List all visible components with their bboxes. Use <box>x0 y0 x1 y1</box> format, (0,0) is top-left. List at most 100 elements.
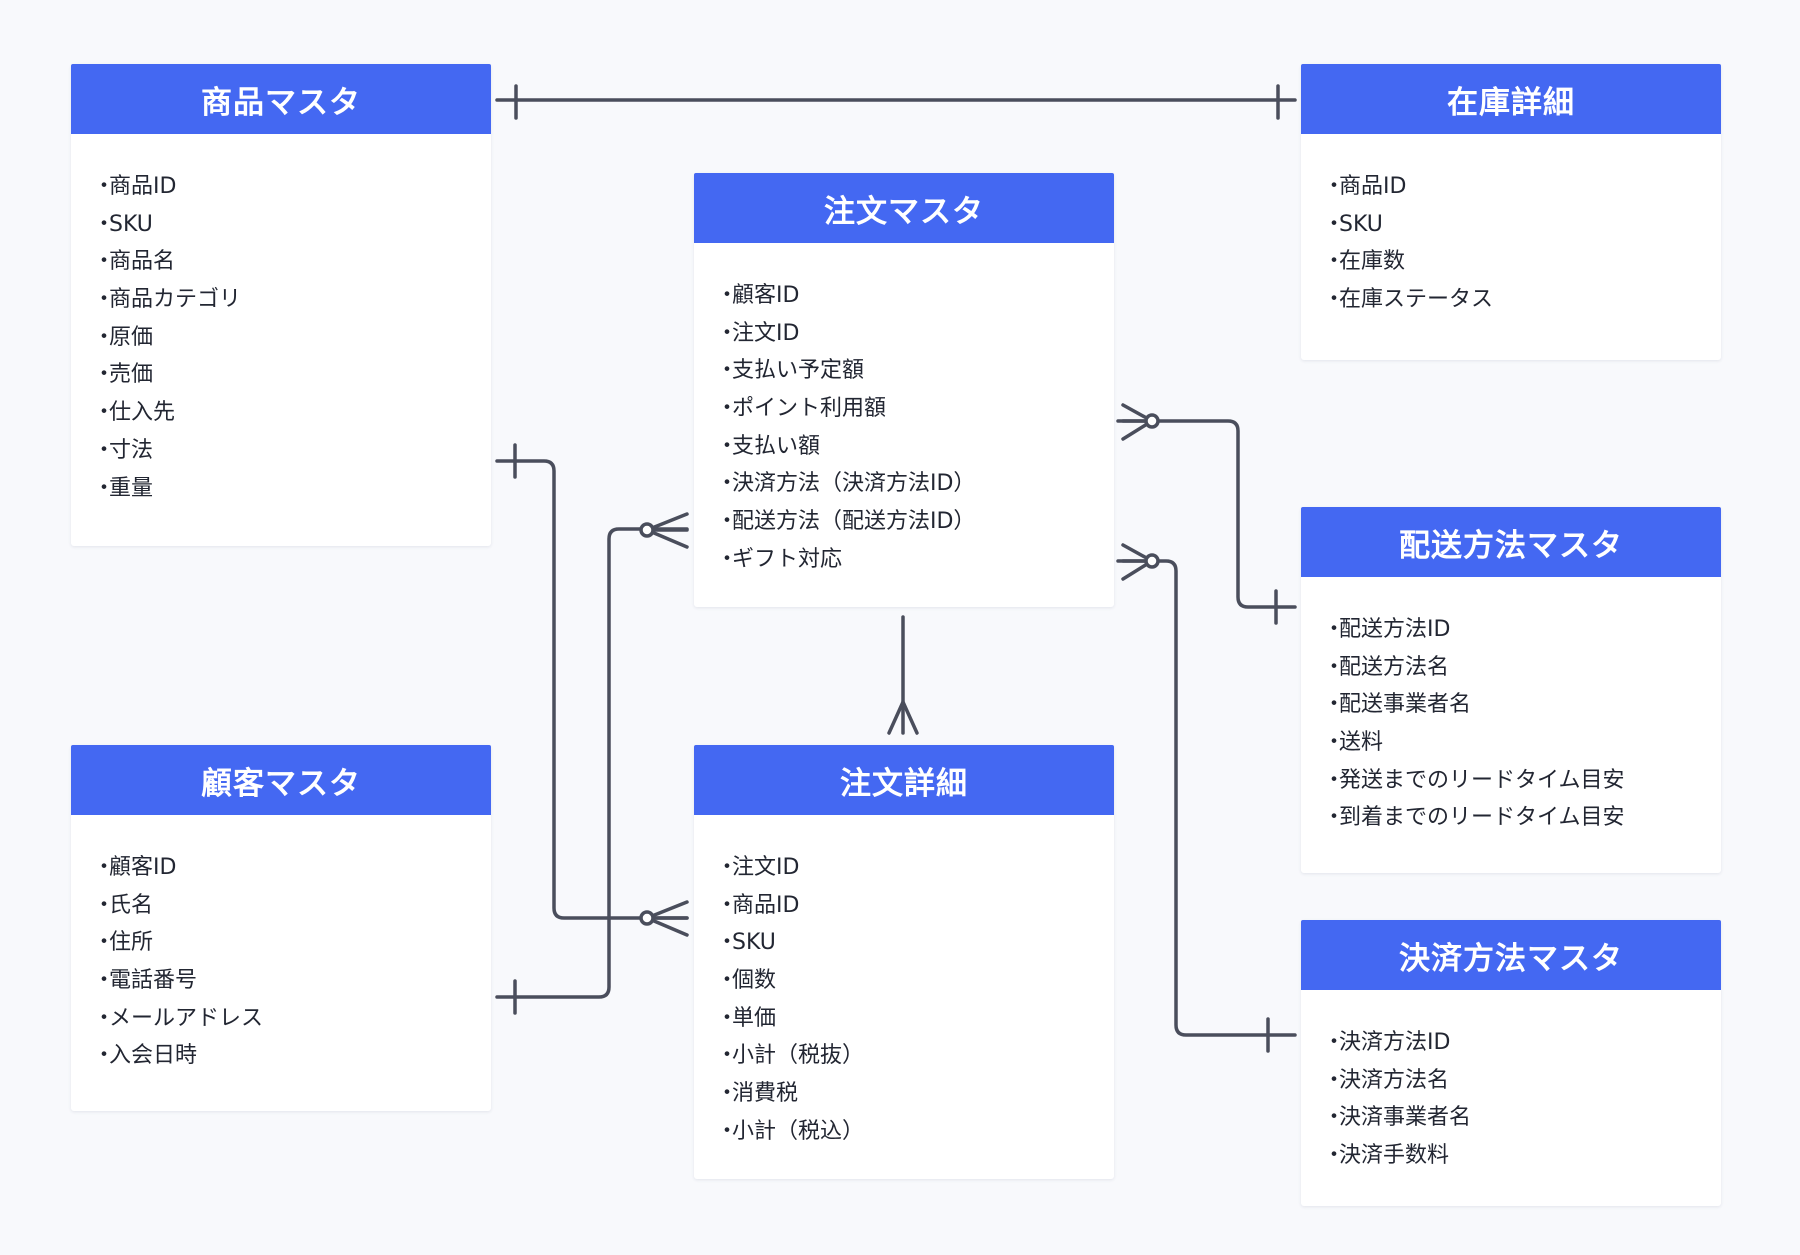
field-item: ・在庫ステータス <box>1323 281 1721 319</box>
field-item: ・原価 <box>93 319 491 357</box>
bullet-dot: ・ <box>716 930 739 956</box>
field-list: ・商品ID・SKU・商品名・商品カテゴリ・原価・売価・仕入先・寸法・重量 <box>71 134 491 507</box>
field-label: 商品カテゴリ <box>109 287 242 313</box>
entity-kokyaku-master[interactable]: 顧客マスタ ・顧客ID・氏名・住所・電話番号・メールアドレス・入会日時 <box>71 745 491 1111</box>
field-label: 注文ID <box>732 855 800 880</box>
field-label: 商品ID <box>109 174 177 199</box>
entity-chumon-detail[interactable]: 注文詳細 ・注文ID・商品ID・SKU・個数・単価・小計（税抜）・消費税・小計（… <box>694 745 1114 1179</box>
field-item: ・到着までのリードタイム目安 <box>1323 799 1721 837</box>
bullet-dot: ・ <box>716 509 739 535</box>
bullet-dot: ・ <box>93 400 116 426</box>
entity-shohin-master[interactable]: 商品マスタ ・商品ID・SKU・商品名・商品カテゴリ・原価・売価・仕入先・寸法・… <box>71 64 491 546</box>
field-item: ・商品ID <box>93 168 491 206</box>
field-label: 在庫ステータス <box>1339 287 1494 313</box>
field-item: ・小計（税抜） <box>716 1037 1114 1075</box>
entity-zaiko-detail[interactable]: 在庫詳細 ・商品ID・SKU・在庫数・在庫ステータス <box>1301 64 1721 360</box>
bullet-dot: ・ <box>93 930 116 956</box>
relation-chumon-kessai <box>1116 543 1297 1053</box>
bullet-dot: ・ <box>1323 287 1346 313</box>
field-item: ・消費税 <box>716 1075 1114 1113</box>
bullet-dot: ・ <box>93 475 116 501</box>
bullet-dot: ・ <box>716 855 739 880</box>
field-label: 配送方法ID <box>1339 617 1451 642</box>
bullet-dot: ・ <box>93 287 116 313</box>
bullet-dot: ・ <box>716 358 739 384</box>
field-label: 単価 <box>732 1005 777 1031</box>
field-item: ・配送事業者名 <box>1323 686 1721 724</box>
field-item: ・支払い予定額 <box>716 352 1114 390</box>
field-label: SKU <box>732 930 776 956</box>
field-item: ・配送方法名 <box>1323 649 1721 687</box>
field-label: 入会日時 <box>109 1043 198 1069</box>
entity-title: 顧客マスタ <box>71 745 491 815</box>
field-label: 決済事業者名 <box>1339 1105 1472 1131</box>
bullet-dot: ・ <box>93 174 116 199</box>
field-item: ・仕入先 <box>93 394 491 432</box>
bullet-dot: ・ <box>716 433 739 459</box>
field-label: 商品名 <box>109 249 176 275</box>
field-item: ・決済方法名 <box>1323 1062 1721 1100</box>
field-label: 支払い予定額 <box>732 358 865 384</box>
field-list: ・顧客ID・注文ID・支払い予定額・ポイント利用額・支払い額・決済方法（決済方法… <box>694 243 1114 579</box>
relation-chumon-shosai <box>887 615 919 735</box>
field-item: ・商品ID <box>1323 168 1721 206</box>
bullet-dot: ・ <box>93 211 116 237</box>
bullet-dot: ・ <box>1323 730 1346 756</box>
field-item: ・SKU <box>1323 206 1721 244</box>
field-label: 小計（税抜） <box>732 1043 865 1069</box>
field-item: ・配送方法（配送方法ID） <box>716 503 1114 541</box>
field-item: ・注文ID <box>716 849 1114 887</box>
field-label: 売価 <box>109 362 154 388</box>
field-label: SKU <box>109 211 153 237</box>
bullet-dot: ・ <box>716 283 739 308</box>
bullet-dot: ・ <box>716 471 739 497</box>
bullet-dot: ・ <box>93 855 116 880</box>
bullet-dot: ・ <box>93 1043 116 1069</box>
field-label: 発送までのリードタイム目安 <box>1339 767 1625 793</box>
field-item: ・商品カテゴリ <box>93 281 491 319</box>
bullet-dot: ・ <box>1323 249 1346 275</box>
bullet-dot: ・ <box>716 320 739 346</box>
field-label: 在庫数 <box>1339 249 1406 275</box>
field-item: ・小計（税込） <box>716 1113 1114 1151</box>
field-item: ・売価 <box>93 356 491 394</box>
bullet-dot: ・ <box>716 1118 739 1144</box>
field-item: ・重量 <box>93 470 491 508</box>
bullet-dot: ・ <box>716 1043 739 1069</box>
field-item: ・ポイント利用額 <box>716 390 1114 428</box>
entity-haiso-master[interactable]: 配送方法マスタ ・配送方法ID・配送方法名・配送事業者名・送料・発送までのリード… <box>1301 507 1721 873</box>
field-label: 決済方法（決済方法ID） <box>732 471 976 497</box>
field-label: 顧客ID <box>732 283 800 308</box>
entity-chumon-master[interactable]: 注文マスタ ・顧客ID・注文ID・支払い予定額・ポイント利用額・支払い額・決済方… <box>694 173 1114 607</box>
field-label: 配送方法（配送方法ID） <box>732 509 976 535</box>
bullet-dot: ・ <box>93 437 116 463</box>
field-item: ・個数 <box>716 962 1114 1000</box>
bullet-dot: ・ <box>716 1005 739 1031</box>
relation-kokyaku-chumon <box>495 512 689 1015</box>
bullet-dot: ・ <box>1323 805 1346 831</box>
entity-kessai-master[interactable]: 決済方法マスタ ・決済方法ID・決済方法名・決済事業者名・決済手数料 <box>1301 920 1721 1206</box>
field-list: ・配送方法ID・配送方法名・配送事業者名・送料・発送までのリードタイム目安・到着… <box>1301 577 1721 837</box>
entity-title: 注文マスタ <box>694 173 1114 243</box>
field-label: 注文ID <box>732 320 800 346</box>
field-label: 決済方法ID <box>1339 1030 1451 1055</box>
field-item: ・寸法 <box>93 432 491 470</box>
bullet-dot: ・ <box>93 324 116 350</box>
bullet-dot: ・ <box>1323 767 1346 793</box>
field-label: 寸法 <box>109 437 154 463</box>
field-item: ・決済方法ID <box>1323 1024 1721 1062</box>
field-item: ・配送方法ID <box>1323 611 1721 649</box>
bullet-dot: ・ <box>93 1005 116 1031</box>
bullet-dot: ・ <box>93 968 116 994</box>
field-item: ・顧客ID <box>93 849 491 887</box>
field-label: 住所 <box>109 930 154 956</box>
field-label: 顧客ID <box>109 855 177 880</box>
field-item: ・SKU <box>716 924 1114 962</box>
relation-shohin-shosai <box>495 443 689 937</box>
field-label: ギフト対応 <box>732 546 843 572</box>
bullet-dot: ・ <box>1323 1143 1346 1169</box>
entity-title: 配送方法マスタ <box>1301 507 1721 577</box>
field-item: ・電話番号 <box>93 962 491 1000</box>
field-item: ・商品ID <box>716 887 1114 925</box>
field-label: 氏名 <box>109 892 154 918</box>
